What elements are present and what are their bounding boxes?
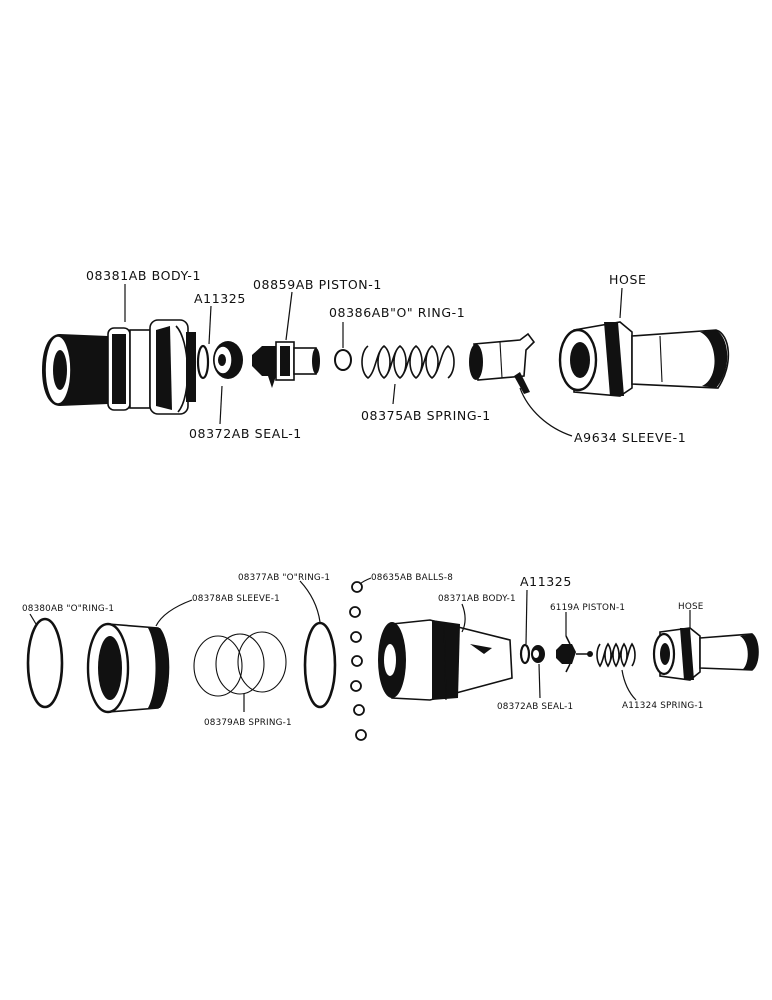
label-spring-08379: 08379AB SPRING-1 — [204, 718, 292, 728]
label-seal-08372-bottom: 08372AB SEAL-1 — [497, 702, 573, 712]
label-hose-bottom: HOSE — [678, 602, 703, 612]
top-assembly: 08381AB BODY-1 A11325 08859AB PISTON-1 0… — [42, 268, 730, 445]
part-piston-6119 — [556, 635, 593, 673]
label-sleeve-a9634: A9634 SLEEVE-1 — [574, 430, 686, 445]
label-spring-08375: 08375AB SPRING-1 — [361, 408, 491, 423]
label-balls-08635: 08635AB BALLS-8 — [371, 573, 453, 583]
label-seal-08372-top: 08372AB SEAL-1 — [189, 426, 302, 441]
part-sleeve-a9634 — [469, 332, 536, 394]
part-spring-08375 — [361, 344, 455, 380]
label-spring-a11324: A11324 SPRING-1 — [622, 701, 704, 711]
part-sleeve-08378 — [86, 622, 170, 714]
label-oring-08377: 08377AB "O"RING-1 — [238, 573, 330, 583]
part-oring-08377 — [303, 621, 337, 709]
part-piston-08859 — [252, 341, 320, 388]
label-body-08371: 08371AB BODY-1 — [438, 594, 516, 604]
part-oring-08380 — [26, 617, 64, 709]
bottom-assembly: 08380AB "O"RING-1 08378AB SLEEVE-1 08377… — [22, 573, 759, 741]
label-hose-top: HOSE — [609, 272, 646, 287]
part-spring-08379 — [193, 631, 287, 697]
label-sleeve-08378: 08378AB SLEEVE-1 — [192, 594, 280, 604]
label-body-08381: 08381AB BODY-1 — [86, 268, 201, 283]
top-leaders — [124, 284, 623, 437]
label-a11325-top: A11325 — [194, 291, 246, 306]
label-a11325-bottom: A11325 — [520, 574, 572, 589]
label-piston-08859: 08859AB PISTON-1 — [253, 277, 382, 292]
part-seal-08372-top — [213, 341, 243, 379]
part-seal-08372-bottom — [531, 645, 545, 663]
bottom-leaders — [29, 577, 691, 712]
part-spring-a11324 — [596, 642, 636, 668]
part-body-08381 — [42, 319, 196, 415]
label-oring-08380: 08380AB "O"RING-1 — [22, 604, 114, 614]
part-a11325-bottom — [519, 643, 531, 665]
part-balls-08635 — [349, 581, 367, 741]
part-hose-bottom — [652, 627, 759, 681]
part-hose-top — [558, 321, 730, 397]
part-oring-08386 — [334, 349, 352, 371]
part-body-08371 — [378, 619, 513, 701]
part-a11325-top — [196, 344, 210, 380]
label-oring-08386: 08386AB"O" RING-1 — [329, 305, 465, 320]
label-piston-6119: 6119A PISTON-1 — [550, 603, 625, 613]
